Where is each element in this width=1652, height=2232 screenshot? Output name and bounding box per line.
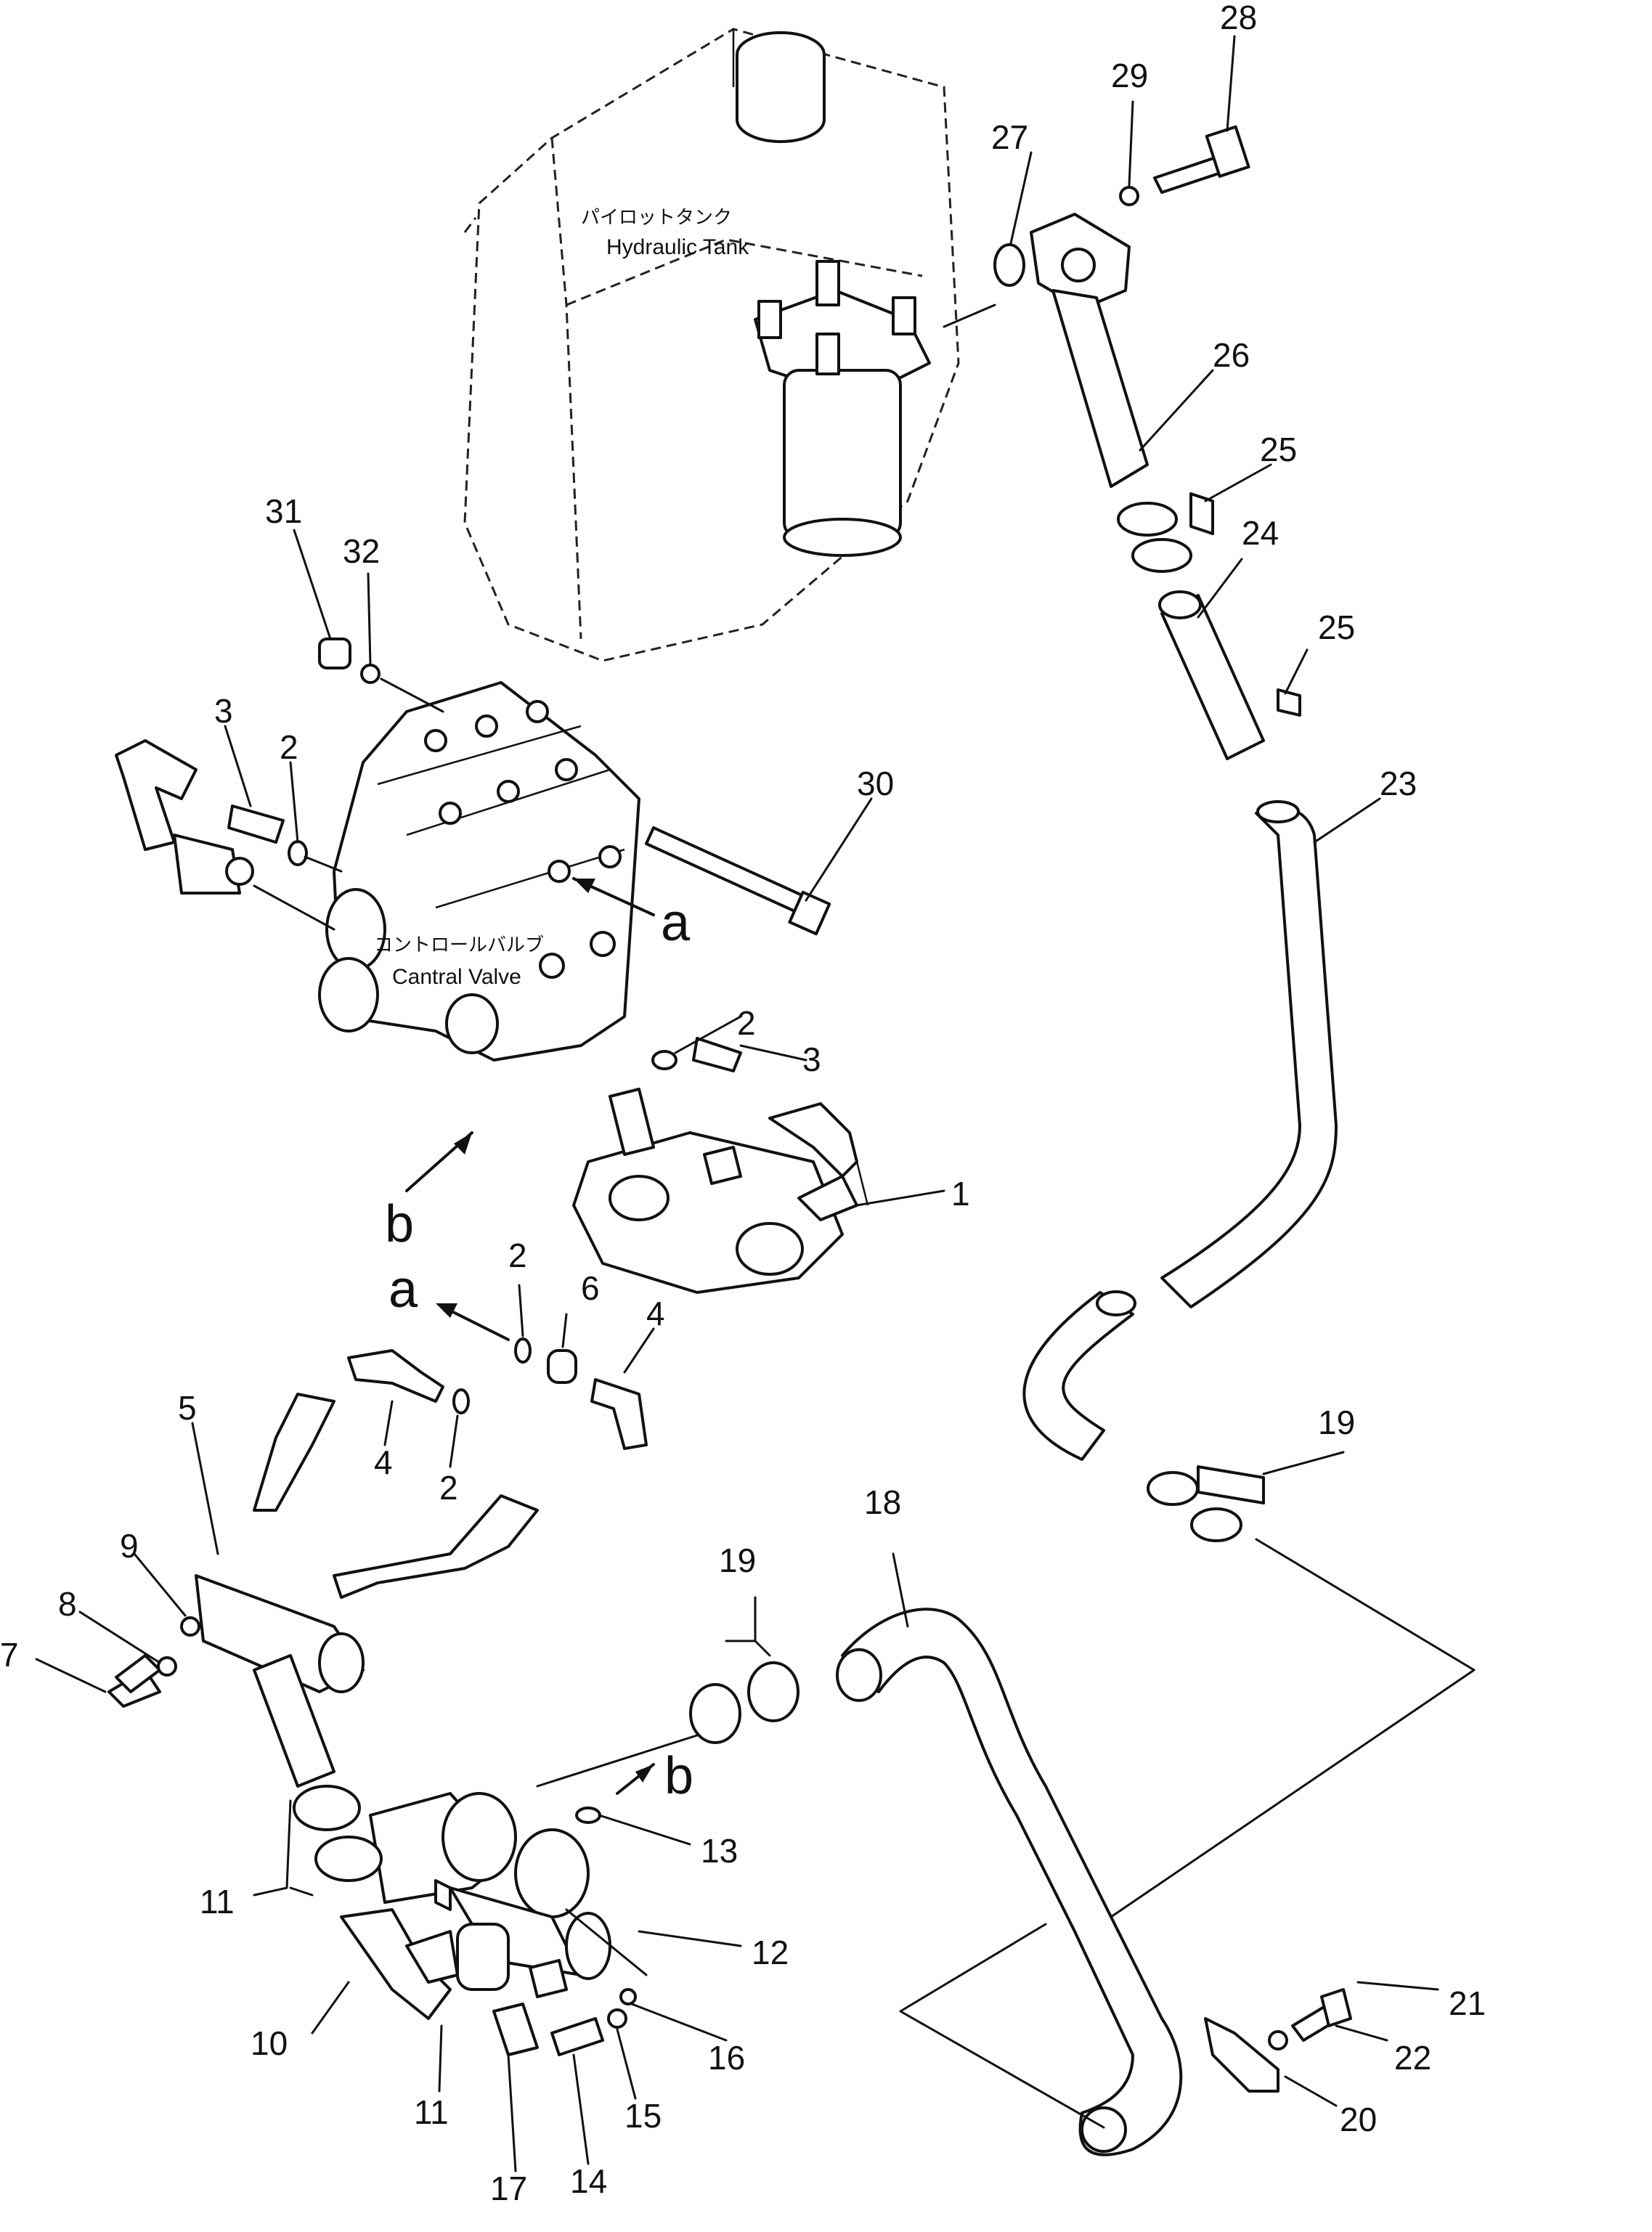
callout-11b: 11 — [414, 2093, 449, 2131]
callout-1: 1 — [951, 1175, 970, 1213]
solenoid-block — [572, 1088, 869, 1294]
callout-27: 27 — [991, 118, 1028, 156]
callout-9: 9 — [120, 1527, 139, 1565]
callout-15: 15 — [624, 2097, 662, 2135]
callouts: 28 29 27 26 25 24 25 23 31 32 3 2 30 2 3… — [0, 0, 1486, 2207]
callout-10: 10 — [251, 2024, 288, 2062]
lower-left-piping — [107, 1337, 648, 1788]
valve-label-en: Cantral Valve — [392, 965, 521, 989]
junction-block — [293, 1734, 699, 2056]
callout-11a: 11 — [200, 1883, 235, 1921]
callout-4b: 4 — [374, 1443, 393, 1481]
callout-32: 32 — [343, 532, 380, 570]
control-valve: コントロールバルブ Cantral Valve — [115, 638, 831, 1192]
callout-6: 6 — [581, 1269, 600, 1307]
hydraulic-tank: パイロットタンク Hydraulic Tank — [463, 28, 960, 662]
callout-8: 8 — [58, 1585, 77, 1623]
tank-label-jp: パイロットタンク — [581, 207, 732, 229]
callout-7: 7 — [0, 1636, 19, 1674]
callout-12: 12 — [752, 1934, 789, 1971]
callout-26: 26 — [1213, 336, 1250, 374]
callout-24: 24 — [1242, 514, 1279, 552]
callout-16: 16 — [708, 2039, 745, 2077]
view-a-lower: a — [388, 1260, 418, 1319]
callout-2a: 2 — [280, 728, 298, 766]
callout-25a: 25 — [1260, 431, 1297, 468]
callout-3a: 3 — [214, 692, 233, 730]
callout-2b: 2 — [737, 1004, 756, 1042]
callout-21: 21 — [1449, 1984, 1486, 2022]
callout-31: 31 — [265, 492, 302, 530]
callout-25b: 25 — [1318, 608, 1355, 646]
lower-hose — [689, 1538, 1476, 2156]
callout-4a: 4 — [646, 1295, 665, 1332]
callout-5: 5 — [178, 1389, 197, 1427]
view-a-upper: a — [661, 894, 691, 952]
view-b-upper: b — [385, 1195, 414, 1253]
callout-18: 18 — [864, 1483, 901, 1521]
view-b-lower: b — [664, 1747, 693, 1805]
callout-23: 23 — [1380, 765, 1417, 802]
callout-14: 14 — [570, 2162, 607, 2200]
callout-17: 17 — [490, 2170, 527, 2207]
view-markers: a b a b — [385, 894, 693, 1805]
callout-28: 28 — [1220, 0, 1257, 36]
leader-lines — [35, 35, 1439, 2172]
callout-30: 30 — [857, 765, 894, 802]
callout-22: 22 — [1394, 2039, 1431, 2077]
callout-20: 20 — [1340, 2101, 1377, 2138]
callout-29: 29 — [1111, 57, 1148, 94]
callout-19b: 19 — [1318, 1404, 1355, 1441]
return-line-upper — [943, 125, 1338, 1542]
callout-2d: 2 — [439, 1469, 458, 1507]
callout-2c: 2 — [508, 1237, 527, 1274]
callout-19a: 19 — [719, 1541, 756, 1579]
tank-label-en: Hydraulic Tank — [606, 235, 749, 259]
callout-13: 13 — [701, 1832, 738, 1870]
valve-label-jp: コントロールバルブ — [374, 934, 544, 956]
callout-3b: 3 — [802, 1040, 821, 1078]
